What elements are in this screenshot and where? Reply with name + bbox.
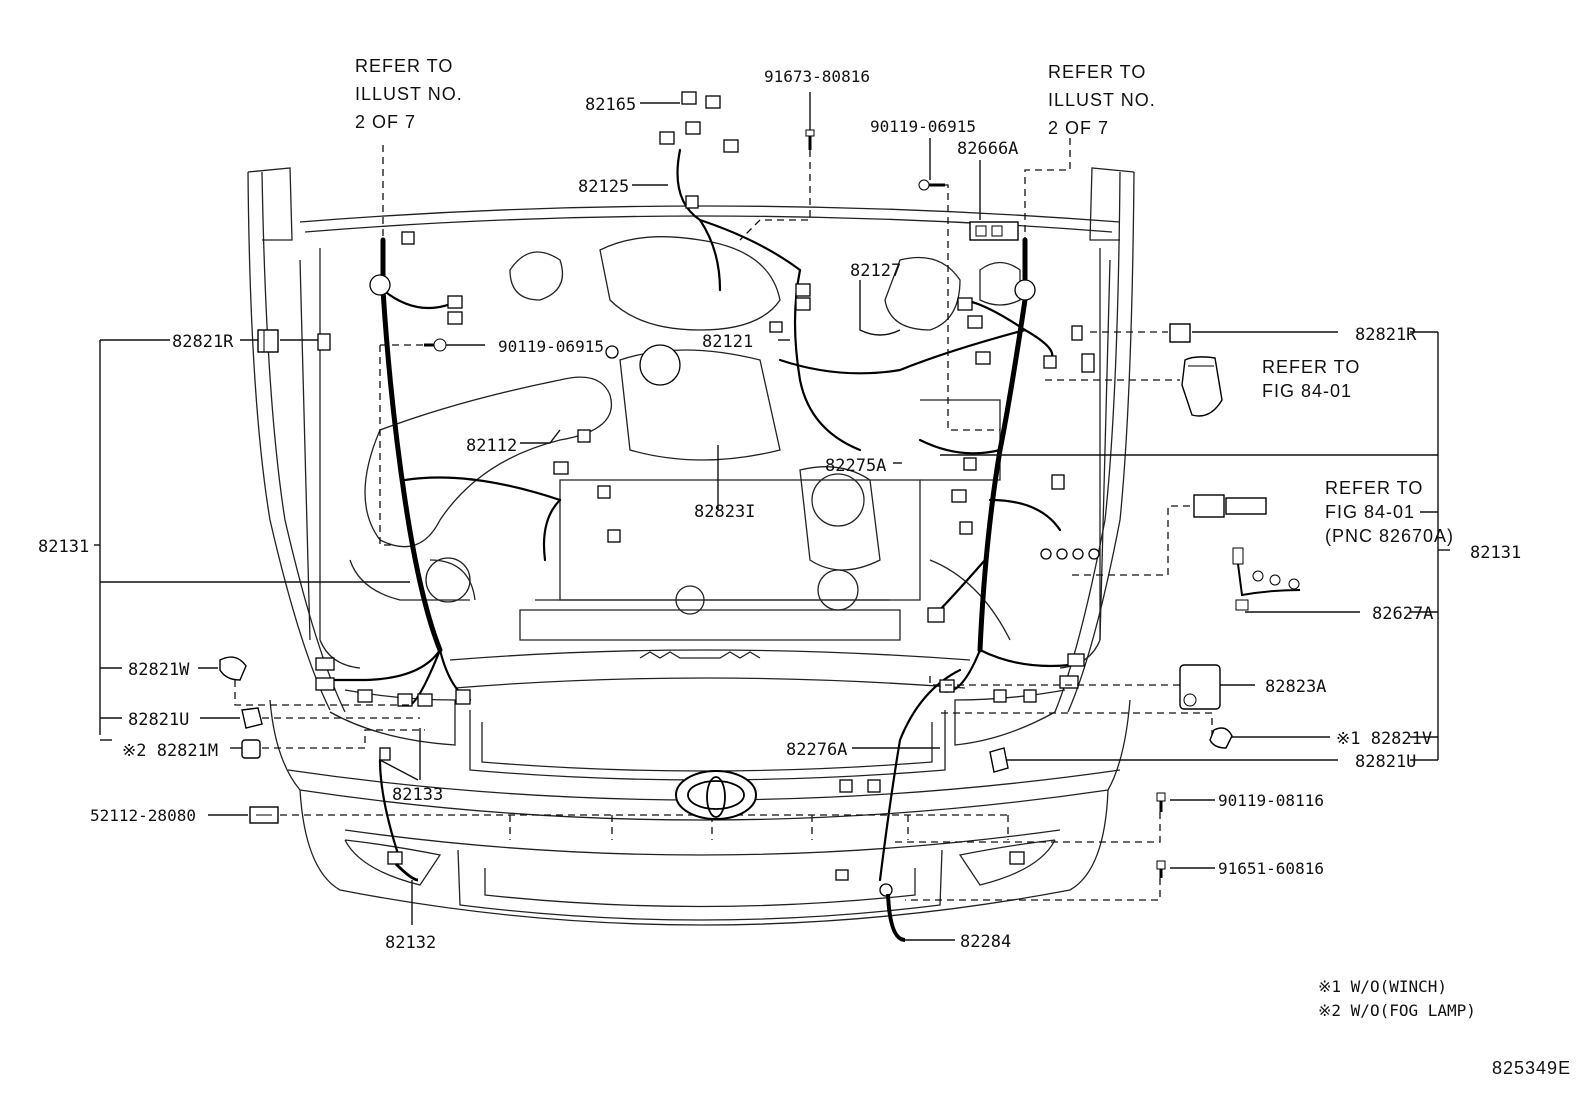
clip-icon-82821M bbox=[241, 739, 261, 759]
label-82821R-right: 82821R bbox=[1355, 325, 1417, 345]
relay-box-icon-fig-84-01 bbox=[1181, 356, 1223, 417]
label-82823I: 82823I bbox=[694, 502, 755, 522]
bolt-icon-90119-mid bbox=[424, 338, 447, 352]
label-82627A: 82627A bbox=[1372, 604, 1433, 624]
label-82112: 82112 bbox=[466, 436, 517, 456]
refer-right-line3: 2 OF 7 bbox=[1048, 118, 1109, 138]
refer-fig-b-line1: REFER TO bbox=[1325, 478, 1423, 498]
label-82276A: 82276A bbox=[786, 740, 847, 760]
refer-fig-b-line3: (PNC 82670A) bbox=[1325, 526, 1454, 546]
label-82821U-right: 82821U bbox=[1355, 752, 1416, 772]
label-82275A: 82275A bbox=[825, 456, 886, 476]
label-90119-06915-top: 90119-06915 bbox=[870, 117, 976, 136]
refer-fig-a-line1: REFER TO bbox=[1262, 357, 1360, 377]
part-icons bbox=[219, 129, 1301, 942]
part-labels: REFER TO ILLUST NO. 2 OF 7 REFER TO ILLU… bbox=[38, 56, 1521, 953]
label-52112-28080: 52112-28080 bbox=[90, 806, 196, 825]
clip-icon-82821R-left bbox=[257, 329, 279, 353]
clip-icon-82821V bbox=[1209, 727, 1233, 749]
label-82821M: ※2 82821M bbox=[122, 741, 218, 761]
label-90119-08116: 90119-08116 bbox=[1218, 791, 1324, 810]
relay-block-icon-82666A bbox=[969, 221, 1019, 241]
label-82284: 82284 bbox=[960, 932, 1011, 952]
clip-icon-82821R-right bbox=[1169, 323, 1191, 343]
refer-right-line1: REFER TO bbox=[1048, 62, 1146, 82]
label-82821U-left: 82821U bbox=[128, 710, 189, 730]
retainer-icon-52112 bbox=[249, 806, 279, 824]
bolt-icon-91651 bbox=[1156, 860, 1166, 878]
label-82131-right: 82131 bbox=[1470, 543, 1521, 563]
figure-id: 825349E bbox=[1492, 1058, 1571, 1078]
clip-icon-82821W bbox=[219, 656, 247, 681]
label-82133: 82133 bbox=[392, 785, 443, 805]
clip-icon-82821U-right bbox=[989, 747, 1009, 773]
label-82127: 82127 bbox=[850, 261, 901, 281]
harness-connectors bbox=[315, 91, 1100, 897]
label-82131-left: 82131 bbox=[38, 537, 89, 557]
label-82666A: 82666A bbox=[957, 139, 1018, 159]
footnote-1: ※1 W/O(WINCH) bbox=[1318, 977, 1447, 996]
label-90119-06915-mid: 90119-06915 bbox=[498, 337, 604, 356]
relay-icon-82823A bbox=[1179, 664, 1221, 710]
refer-left-line3: 2 OF 7 bbox=[355, 112, 416, 132]
refer-left-line2: ILLUST NO. bbox=[355, 84, 463, 104]
leader-lines bbox=[94, 92, 1450, 941]
footnote-2: ※2 W/O(FOG LAMP) bbox=[1318, 1001, 1476, 1020]
footnotes: ※1 W/O(WINCH) ※2 W/O(FOG LAMP) bbox=[1318, 977, 1476, 1020]
label-82125: 82125 bbox=[578, 177, 629, 197]
label-82165: 82165 bbox=[585, 95, 636, 115]
wire-icon-82132 bbox=[394, 862, 419, 882]
refer-fig-b-line2: FIG 84-01 bbox=[1325, 502, 1415, 522]
label-82132: 82132 bbox=[385, 933, 436, 953]
label-82823A: 82823A bbox=[1265, 677, 1326, 697]
wire-icon-82284 bbox=[886, 893, 906, 942]
terminal-harness-icon-82627A bbox=[1232, 547, 1301, 611]
refer-fig-a-line2: FIG 84-01 bbox=[1262, 381, 1352, 401]
bolt-icon-91673 bbox=[805, 129, 815, 150]
connector-icon-82670A bbox=[1193, 494, 1267, 518]
label-82821V: ※1 82821V bbox=[1336, 729, 1432, 749]
toyota-emblem-icon bbox=[675, 770, 757, 820]
label-91673-80816: 91673-80816 bbox=[764, 67, 870, 86]
label-82821R-left: 82821R bbox=[172, 332, 234, 352]
clip-icon-82821U-left bbox=[241, 707, 263, 729]
refer-right-line2: ILLUST NO. bbox=[1048, 90, 1156, 110]
bolt-icon-90119-08116 bbox=[1156, 792, 1166, 812]
label-82121: 82121 bbox=[702, 332, 753, 352]
bolt-icon-90119-top bbox=[918, 179, 945, 191]
label-91651-60816: 91651-60816 bbox=[1218, 859, 1324, 878]
label-82821W: 82821W bbox=[128, 660, 190, 680]
refer-left-line1: REFER TO bbox=[355, 56, 453, 76]
